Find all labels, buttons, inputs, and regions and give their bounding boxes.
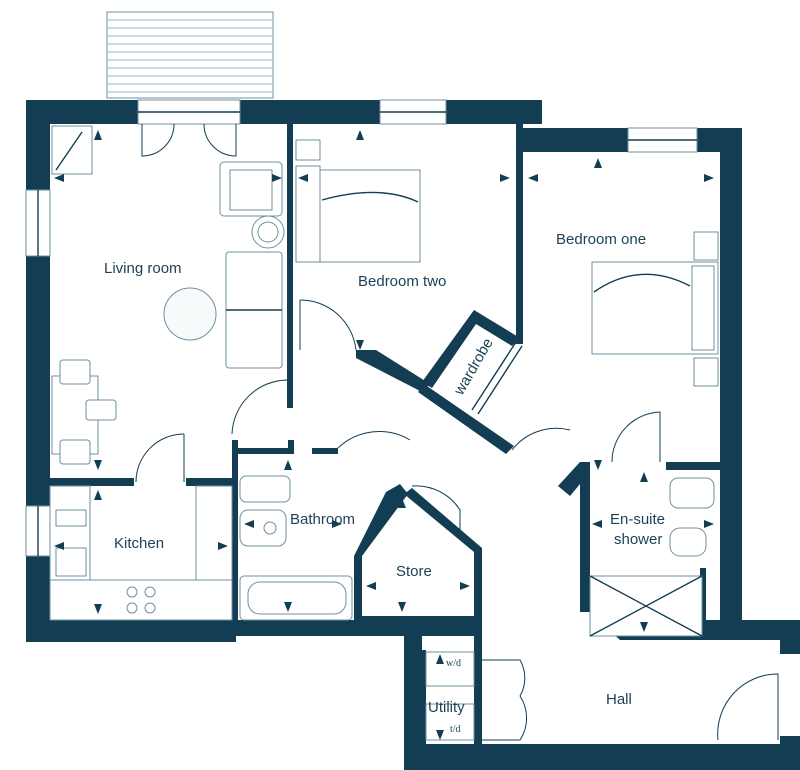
dimension-arrow (398, 602, 406, 612)
dimension-arrow (94, 460, 102, 470)
dimension-arrow (94, 130, 102, 140)
dimension-arrow (436, 730, 444, 740)
dimension-arrow (54, 174, 64, 182)
dimension-arrow (594, 158, 602, 168)
label-en-suite: En-suite (610, 511, 665, 528)
label-hall: Hall (606, 691, 632, 708)
dimension-arrow (640, 622, 648, 632)
label-washer-dryer: w/d (446, 658, 461, 669)
dimension-arrow (594, 460, 602, 470)
dimension-arrow (272, 174, 282, 182)
dimension-arrow (500, 174, 510, 182)
label-utility: Utility (428, 699, 465, 716)
label-kitchen: Kitchen (114, 535, 164, 552)
dimension-arrow (592, 520, 602, 528)
dimension-arrow (398, 498, 406, 508)
dimension-arrow (284, 602, 292, 612)
dimension-arrow (704, 520, 714, 528)
dimension-arrow (366, 582, 376, 590)
dimension-arrow (94, 490, 102, 500)
dimension-arrow (54, 542, 64, 550)
balcony (106, 11, 274, 99)
label-living-room: Living room (104, 260, 182, 277)
label-bedroom-one: Bedroom one (556, 231, 646, 248)
dimension-arrow (332, 520, 342, 528)
dimension-arrow (436, 654, 444, 664)
label-en-suite-shower: shower (614, 531, 662, 548)
dimension-arrow (298, 174, 308, 182)
dimension-arrow (356, 130, 364, 140)
dimension-arrows (54, 130, 714, 740)
dimension-arrow (356, 340, 364, 350)
dimension-arrow (94, 604, 102, 614)
furniture (49, 125, 719, 741)
label-store: Store (396, 563, 432, 580)
dimension-arrow (244, 520, 254, 528)
label-bedroom-two: Bedroom two (358, 273, 446, 290)
label-bathroom: Bathroom (290, 511, 355, 528)
dimension-arrow (640, 472, 648, 482)
dimension-arrow (284, 460, 292, 470)
dimension-arrow (528, 174, 538, 182)
label-tumble-dryer: t/d (450, 724, 461, 735)
dimension-arrow (704, 174, 714, 182)
windows (25, 99, 698, 557)
dimension-arrow (460, 582, 470, 590)
dimension-arrow (218, 542, 228, 550)
doors (135, 123, 779, 741)
